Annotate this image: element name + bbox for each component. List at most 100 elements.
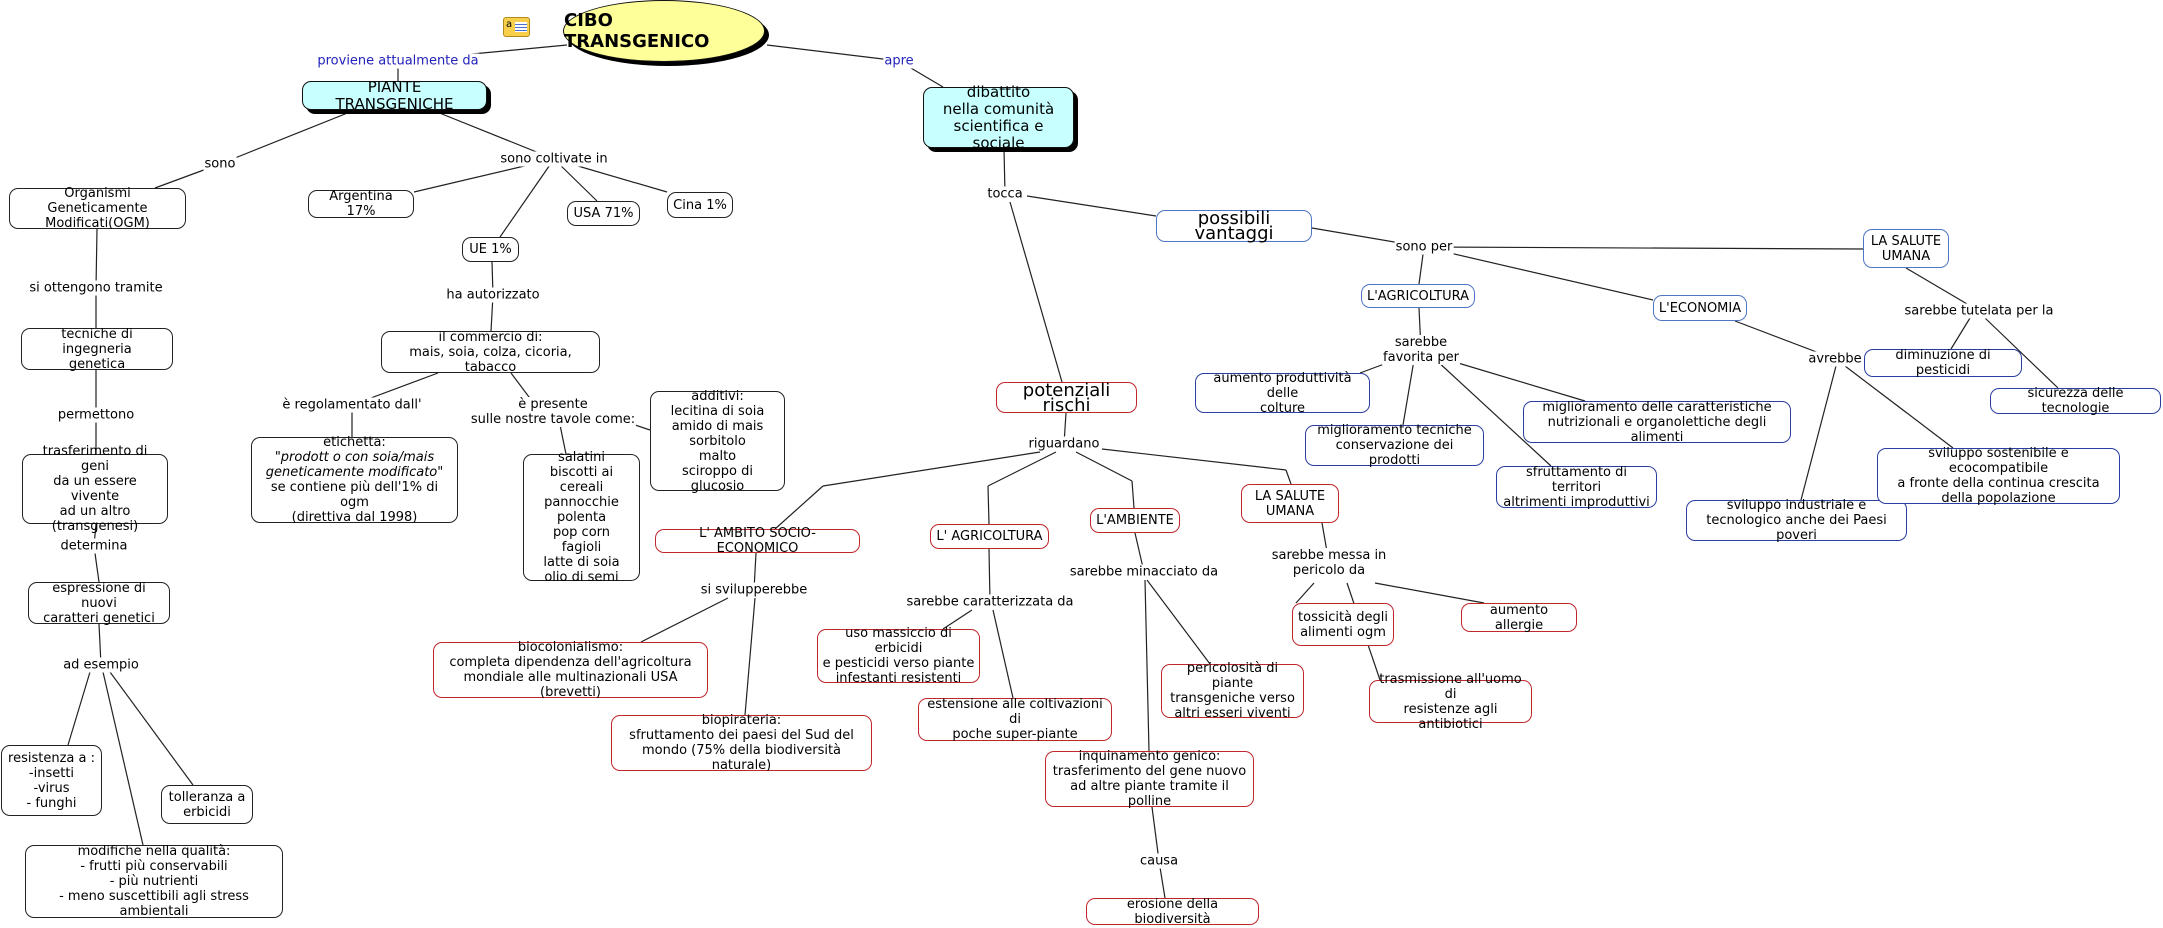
link-label-avrebbe[interactable]: avrebbe [1807,351,1863,367]
link-label-autorizzato[interactable]: ha autorizzato [445,287,541,303]
concept-espressione[interactable]: espressione di nuovi caratteri genetici [28,581,170,626]
concept-biopirateria[interactable]: biopirateria: sfruttamento dei paesi del… [611,713,872,773]
concept-agricoltura-rischi[interactable]: L' AGRICOLTURA [930,524,1049,549]
concept-tecniche[interactable]: tecniche di ingegneria genetica [21,327,173,372]
connector-line [499,158,555,238]
concept-agricoltura-vantaggi[interactable]: L'AGRICOLTURA [1361,284,1475,308]
connector-line [634,424,651,431]
link-label-svilupperebbe[interactable]: si svilupperebbe [699,582,809,598]
concept-inquinamento-genico[interactable]: inquinamento genico: trasferimento del g… [1045,749,1254,809]
connector-line [1146,579,1211,665]
etichetta-rule: se contiene più dell'1% di ogm (direttiv… [270,480,439,525]
connector-line [1844,365,1954,449]
concept-salatini[interactable]: salatini biscotti ai cereali pannocchie … [523,450,640,585]
link-label-sono-per[interactable]: sono per [1394,239,1454,255]
concept-miglioramento-tecniche[interactable]: miglioramento tecniche conservazione dei… [1305,423,1484,468]
concept-dibattito[interactable]: dibattito nella comunità scientifica e s… [923,83,1074,151]
concept-tossicita[interactable]: tossicità degli alimenti ogm [1292,603,1394,646]
connector-line [822,451,1041,487]
concept-sfruttamento-territori[interactable]: sfruttamento di territori altrimenti imp… [1496,465,1657,510]
connector-line [109,671,194,786]
connector-line [431,109,555,160]
concept-sicurezza-tecnologie[interactable]: sicurezza delle tecnologie [1990,386,2161,416]
concept-trasferimento[interactable]: trasferimento di geni da un essere viven… [22,444,168,534]
concept-diminuzione-pesticidi[interactable]: diminuzione di pesticidi [1864,348,2022,378]
concept-additivi[interactable]: additivi: lecitina di soia amido di mais… [650,389,785,494]
link-label-regolamentato[interactable]: è regolamentato dall' [281,397,423,413]
concept-ue[interactable]: UE 1% [462,237,519,262]
connector-line [67,671,91,746]
concept-miglioramento-caratteristiche[interactable]: miglioramento delle caratteristiche nutr… [1523,400,1791,445]
concept-ambito-socio-economico[interactable]: L' AMBITO SOCIO-ECONOMICO [655,526,860,556]
connector-line [1423,246,1654,301]
connector-line [102,671,144,846]
concept-usa[interactable]: USA 71% [567,201,640,226]
concept-potenziali-rischi[interactable]: potenziali rischi [996,381,1137,414]
connector-line [1800,365,1837,501]
link-label-esempio[interactable]: ad esempio [62,657,140,673]
connector-line [219,109,356,165]
connector-line [744,597,756,716]
connector-line [1101,448,1287,471]
concept-uso-massiccio[interactable]: uso massiccio di erbicidi e pesticidi ve… [817,626,980,686]
link-label-ottengono[interactable]: si ottengono tramite [28,280,164,296]
connector-line [766,44,900,62]
concept-aumento-produttivita[interactable]: aumento produttività delle colture [1195,371,1370,416]
concept-modifiche[interactable]: modifiche nella qualità: - frutti più co… [25,844,283,919]
link-label-causa[interactable]: causa [1138,853,1180,869]
concept-biocolonialismo[interactable]: biocolonialismo: completa dipendenza del… [433,640,708,700]
link-label-sono[interactable]: sono [203,156,237,172]
link-label-favorita[interactable]: sarebbe favorita per [1382,335,1460,365]
link-label-tutelata[interactable]: sarebbe tutelata per la [1903,303,2055,319]
concept-aumento-allergie[interactable]: aumento allergie [1461,603,1577,633]
link-label-minacciato[interactable]: sarebbe minacciato da [1068,564,1220,580]
concept-economia[interactable]: L'ECONOMIA [1653,295,1747,321]
connector-line [1144,579,1150,752]
concept-resistenza[interactable]: resistenza a : -insetti -virus - funghi [1,745,102,816]
connector-line [1131,480,1135,509]
concept-cina[interactable]: Cina 1% [667,192,733,218]
link-label-riguardano[interactable]: riguardano [1027,436,1101,452]
connector-line [774,485,824,530]
concept-ogm[interactable]: Organismi Geneticamente Modificati(OGM) [9,186,186,231]
connector-line [95,228,98,289]
link-label-permettono[interactable]: permettono [56,407,136,423]
concept-estensione[interactable]: estensione alle coltivazioni di poche su… [918,697,1112,742]
link-label-messa[interactable]: sarebbe messa in pericolo da [1270,548,1388,578]
link-label-tocca[interactable]: tocca [986,186,1024,202]
connector-line [559,424,567,455]
concept-pericolosita[interactable]: pericolosità di piante transgeniche vers… [1161,661,1304,721]
root-concept-cibo-transgenico[interactable]: CIBO TRANSGENICO [563,0,765,62]
concept-piante-transgeniche[interactable]: PIANTE TRANSGENICHE [302,78,487,112]
connector-line [1295,582,1315,604]
connector-line [992,609,1014,699]
concept-possibili-vantaggi[interactable]: possibili vantaggi [1156,210,1312,243]
connector-line [1003,147,1006,195]
connector-line [1423,246,1864,250]
link-label-coltivate[interactable]: sono coltivate in [499,151,609,167]
concept-salute-rischi[interactable]: LA SALUTE UMANA [1241,484,1339,523]
concept-argentina[interactable]: Argentina 17% [308,189,414,219]
annotation-note-icon[interactable]: a [503,17,530,37]
concept-sviluppo-sostenibile[interactable]: sviluppo sostenibile e ecocompatibile a … [1877,446,2120,506]
connector-line [987,451,1057,487]
concept-sviluppo-industriale[interactable]: sviluppo industriale e tecnologico anche… [1686,498,1907,543]
connector-line [987,485,990,525]
link-label-caratterizzata[interactable]: sarebbe caratterizzata da [905,594,1075,610]
link-label-presente[interactable]: è presente sulle nostre tavole come: [469,397,637,427]
concept-tolleranza[interactable]: tolleranza a erbicidi [161,785,253,824]
concept-trasmissione[interactable]: trasmissione all'uomo di resistenze agli… [1369,672,1532,732]
etichetta-title: etichetta: [323,435,386,450]
concept-commercio[interactable]: il commercio di: mais, soia, colza, cico… [381,330,600,375]
connector-line [988,548,991,603]
concept-salute-vantaggi[interactable]: LA SALUTE UMANA [1863,229,1949,268]
concept-etichetta[interactable]: etichetta: "prodott o con soia/mais gene… [251,435,458,525]
connector-line [1435,359,1552,467]
concept-erosione-biodiversita[interactable]: erosione della biodiversità [1086,897,1259,927]
connector-line [1984,317,2059,389]
link-label-proviene[interactable]: proviene attualmente da [316,53,480,69]
concept-ambiente[interactable]: L'AMBIENTE [1090,508,1180,533]
link-label-determina[interactable]: determina [59,538,129,554]
connector-line [1285,469,1292,485]
link-label-apre[interactable]: apre [883,53,915,69]
